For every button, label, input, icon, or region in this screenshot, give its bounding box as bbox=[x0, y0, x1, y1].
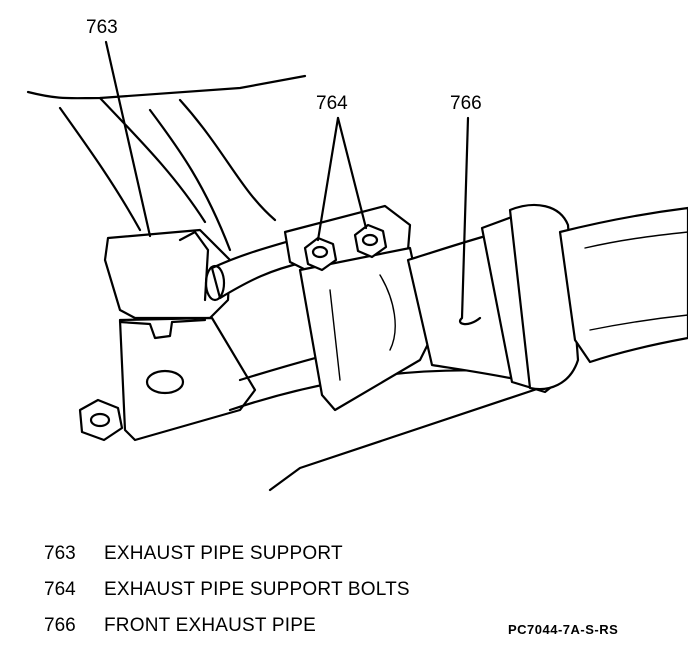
frame-inner bbox=[178, 98, 277, 222]
leader-764-b bbox=[336, 116, 368, 230]
leader-766 bbox=[459, 116, 482, 326]
legend-item: 763 EXHAUST PIPE SUPPORT bbox=[44, 536, 644, 572]
legend-item: 766 FRONT EXHAUST PIPE bbox=[44, 608, 644, 644]
exhaust-diagram bbox=[26, 40, 688, 492]
frame-rail-right bbox=[148, 108, 232, 252]
frame-rail-mid bbox=[98, 96, 207, 224]
leader-764-a bbox=[316, 116, 340, 242]
legend-number: 764 bbox=[44, 579, 76, 600]
callout-766: 766 bbox=[450, 93, 482, 114]
support-bracket-notch bbox=[118, 318, 207, 340]
pipe-body-line bbox=[584, 231, 688, 331]
callout-763: 763 bbox=[86, 17, 118, 38]
legend-item: 764 EXHAUST PIPE SUPPORT BOLTS bbox=[44, 572, 644, 608]
legend-label: EXHAUST PIPE SUPPORT bbox=[104, 543, 343, 564]
figure-code: PC7044-7A-S-RS bbox=[508, 622, 619, 637]
pipe-flange-ring bbox=[508, 203, 580, 391]
clamp-strap bbox=[298, 246, 432, 412]
clamp-strap-fold bbox=[329, 274, 396, 381]
leader-763 bbox=[104, 40, 152, 238]
pipe-body bbox=[558, 206, 688, 364]
callout-764: 764 bbox=[316, 93, 348, 114]
support-bracket-lower bbox=[118, 316, 257, 442]
legend-label: EXHAUST PIPE SUPPORT BOLTS bbox=[104, 579, 410, 600]
legend-label: FRONT EXHAUST PIPE bbox=[104, 615, 316, 636]
frame-outline bbox=[26, 74, 307, 100]
hex-nut bbox=[78, 398, 124, 442]
legend-number: 766 bbox=[44, 615, 76, 636]
support-hole bbox=[145, 369, 185, 395]
bolt-right bbox=[353, 223, 388, 259]
legend-number: 763 bbox=[44, 543, 76, 564]
support-bracket bbox=[103, 228, 232, 320]
frame-rail-left bbox=[58, 106, 142, 232]
cross-member bbox=[228, 369, 542, 492]
legend: 763 EXHAUST PIPE SUPPORT 764 EXHAUST PIP… bbox=[44, 536, 644, 644]
small-pipe-end bbox=[204, 264, 226, 302]
